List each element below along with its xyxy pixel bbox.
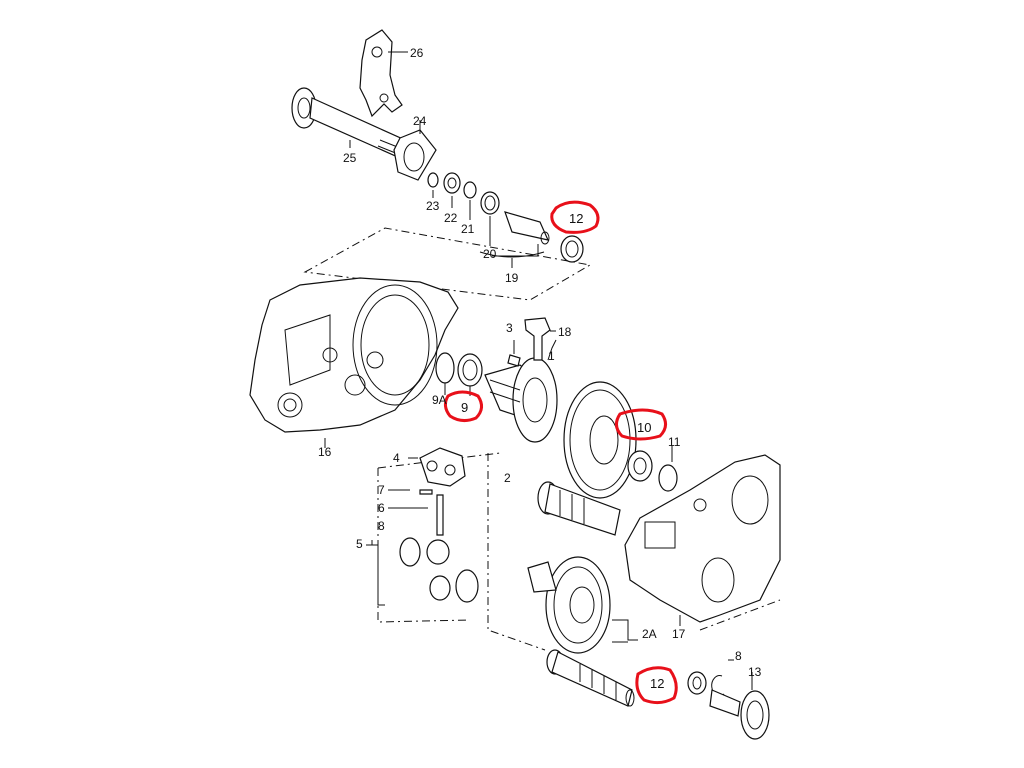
seal-part-9A[interactable] xyxy=(435,352,455,384)
label-22: 22 xyxy=(444,211,458,225)
bolt-part-3[interactable] xyxy=(507,340,521,367)
gearbox-housing-part-17[interactable] xyxy=(624,454,781,626)
upper-shaft-assembly xyxy=(291,29,584,268)
differential-housing-part-1[interactable] xyxy=(484,357,558,443)
label-21: 21 xyxy=(461,222,475,236)
differential-part-2A[interactable] xyxy=(527,556,611,654)
sensor-part-18[interactable] xyxy=(524,317,556,361)
label-25: 25 xyxy=(343,151,357,165)
label-10: 10 xyxy=(637,420,651,435)
label-9: 9 xyxy=(461,400,468,415)
flange-part-13[interactable] xyxy=(709,689,770,740)
pinion-shaft-part-2[interactable] xyxy=(537,481,621,536)
label-12-bottom: 12 xyxy=(650,676,664,691)
label-13: 13 xyxy=(748,665,762,679)
bearing-part-12-top[interactable] xyxy=(560,235,584,263)
bracket-part-26[interactable] xyxy=(359,29,403,118)
callout-labels: 26 24 25 23 22 21 20 19 12 3 18 1 9A 9 1… xyxy=(318,46,762,691)
ring-part-20[interactable] xyxy=(480,191,500,215)
label-8-top: 8 xyxy=(378,519,385,533)
shaft-part-6[interactable] xyxy=(436,494,444,536)
ring-part-23[interactable] xyxy=(427,172,439,188)
label-24: 24 xyxy=(413,114,427,128)
side-gear-part-5[interactable] xyxy=(399,537,479,603)
label-2: 2 xyxy=(504,471,511,485)
label-9A: 9A xyxy=(432,393,447,407)
lower-shaft[interactable] xyxy=(546,649,635,707)
ring-part-22[interactable] xyxy=(443,172,461,194)
label-1: 1 xyxy=(548,349,555,363)
bearing-part-10[interactable] xyxy=(627,450,653,482)
ring-part-11[interactable] xyxy=(658,464,678,492)
label-5: 5 xyxy=(356,537,363,551)
label-17: 17 xyxy=(672,627,686,641)
bearing-part-9[interactable] xyxy=(457,353,483,387)
label-8-bottom: 8 xyxy=(735,649,742,663)
highlight-marks xyxy=(443,200,678,705)
label-16: 16 xyxy=(318,445,332,459)
label-26: 26 xyxy=(410,46,424,60)
label-18: 18 xyxy=(558,325,572,339)
highlight-ring-10 xyxy=(615,408,667,441)
label-3: 3 xyxy=(506,321,513,335)
label-4: 4 xyxy=(393,451,400,465)
label-11: 11 xyxy=(668,435,681,449)
label-20: 20 xyxy=(483,247,497,261)
label-6: 6 xyxy=(378,501,385,515)
highlight-ring-12-top xyxy=(550,200,600,234)
gearbox-housing-part-16[interactable] xyxy=(249,277,459,448)
seal-bearing-group xyxy=(435,352,483,396)
highlight-ring-9 xyxy=(443,390,483,423)
label-7: 7 xyxy=(378,483,385,497)
label-23: 23 xyxy=(426,199,440,213)
label-19: 19 xyxy=(505,271,519,285)
ring-part-21[interactable] xyxy=(463,181,477,199)
bearing-part-24[interactable] xyxy=(393,129,437,181)
pin-part-7[interactable] xyxy=(419,489,433,495)
label-12-top: 12 xyxy=(569,211,583,226)
label-2A: 2A xyxy=(642,627,657,641)
highlight-ring-12-bottom xyxy=(635,666,678,705)
differential-cross-part-4[interactable] xyxy=(419,447,466,487)
ring-gear-part-10[interactable] xyxy=(563,381,637,499)
bearing-part-12-bottom[interactable] xyxy=(687,671,707,695)
